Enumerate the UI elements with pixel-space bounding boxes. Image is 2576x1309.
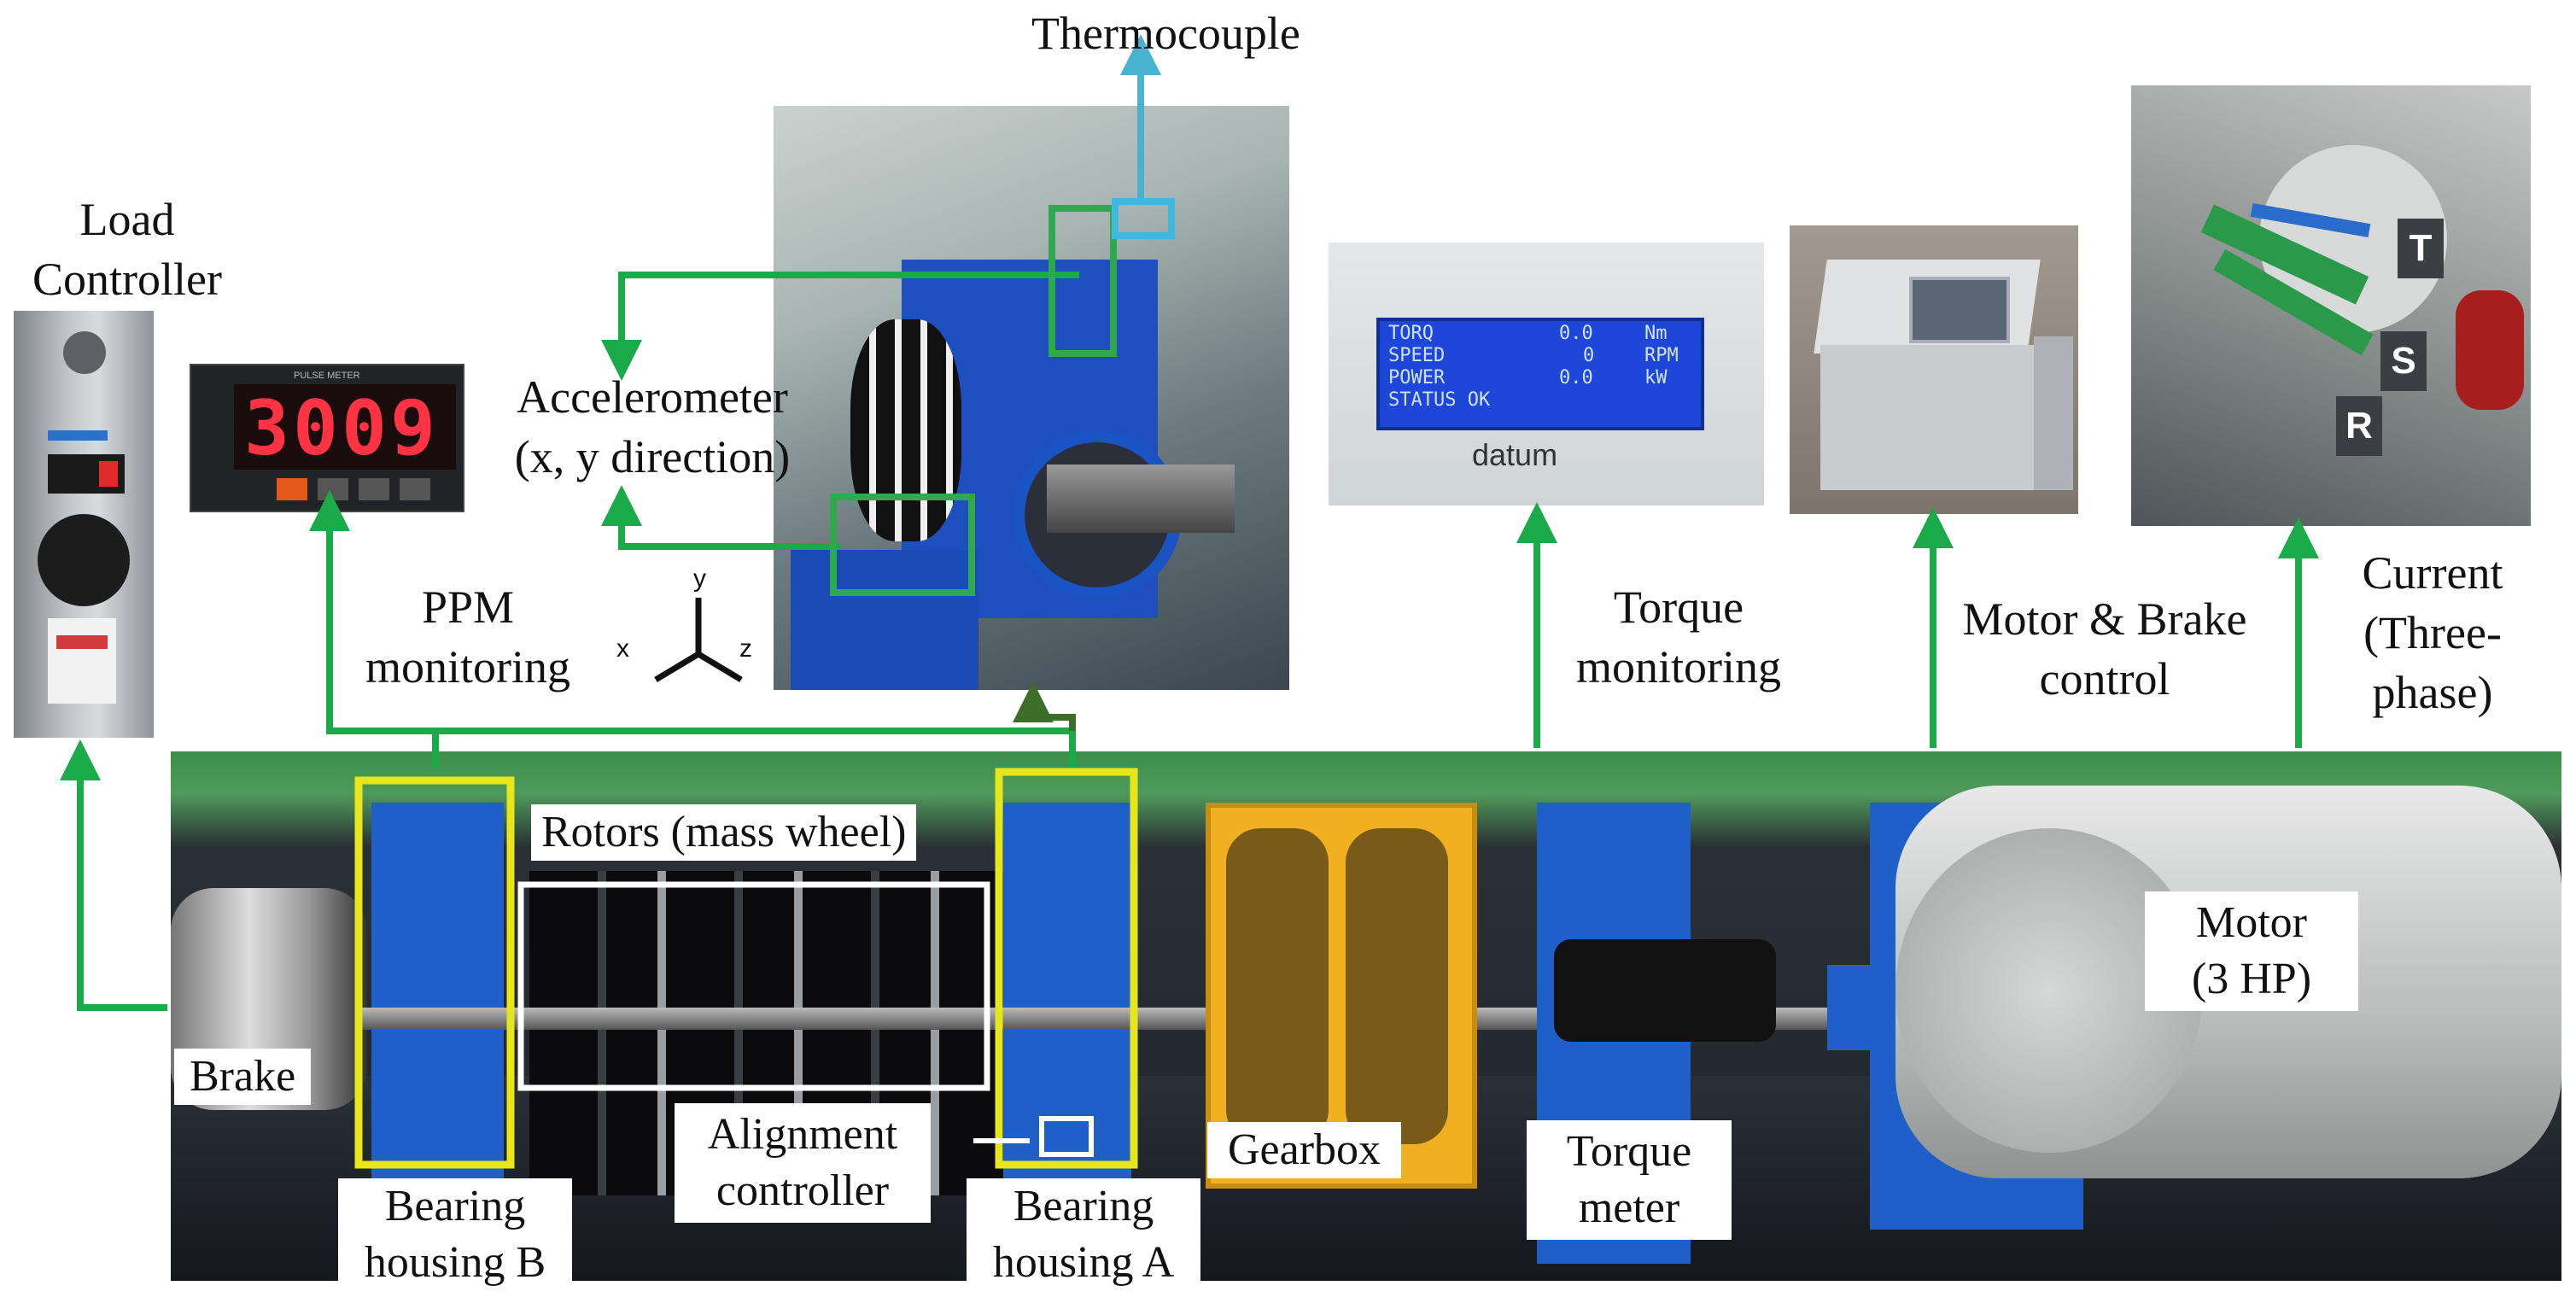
ppm-monitoring-arrow [309,490,439,768]
load-controller-photo [14,311,154,738]
control-box-photo [1790,225,2078,514]
axis-triad-top [654,598,743,683]
accelerometer-label-line1: Accelerometer [517,371,788,423]
motor-label-line1: Motor [2196,898,2307,947]
torque-status: STATUS OK [1388,389,1491,411]
axis-x-label-top: x [616,634,629,663]
ppm-label-line1: PPM [421,581,515,633]
ppm-meter-header: PULSE METER [294,371,360,381]
accelerometer-label-line2: (x, y direction) [514,431,791,482]
brake-label: Brake [174,1049,312,1105]
accelerometer-y-highlight [1049,205,1117,357]
current-label-line3: phase) [2372,667,2493,718]
load-controller-label-line2: Controller [32,254,222,305]
torque-meter-label: Torque meter [1527,1120,1732,1240]
torque-meter-label-line2: meter [1578,1183,1680,1232]
motor-label-line2: (3 HP) [2191,955,2312,1003]
alignment-controller-highlight [1039,1116,1094,1157]
axis-z-label-bottom: z [133,1207,145,1234]
torque-monitoring-label-line1: Torque [1613,581,1744,633]
ppm-meter-photo: PULSE METER 3009 [190,364,464,512]
accelerometer-arrow-x [601,485,840,550]
ppm-label-line2: monitoring [365,641,570,692]
bearing-a-to-ppm-line [435,728,1076,768]
bearing-b-label-line2: housing B [364,1238,546,1287]
bearing-housing-a-highlight [995,768,1138,1169]
bearing-a-label-line1: Bearing [1013,1182,1154,1230]
motor-label: Motor (3 HP) [2145,891,2358,1011]
phase-tag-r: R [2336,396,2382,456]
accelerometer-label: Accelerometer (x, y direction) [492,367,813,487]
motor-brake-label-line2: control [2039,653,2170,704]
torque-row-2: SPEED 0 RPM [1388,345,1679,366]
axis-triad-bottom [52,1170,128,1254]
alignment-label-line1: Alignment [707,1110,898,1159]
axis-z-label-top: z [739,634,752,663]
current-label-line1: Current [2362,547,2503,599]
axis-y-label-top: y [693,564,706,593]
bearing-housing-b-highlight [354,776,515,1169]
torque-row-3: POWER 0.0 kW [1388,367,1668,389]
alignment-controller-label: Alignment controller [675,1103,931,1223]
motor-brake-control-label: Motor & Brake control [1938,589,2271,709]
phase-tag-t: T [2398,219,2444,278]
accelerometer-x-highlight [830,494,975,596]
photo-link-line [1013,681,1076,731]
bearing-b-label-line1: Bearing [384,1182,526,1230]
ppm-reading: 3009 [244,384,439,472]
rotors-highlight [517,881,990,1091]
datum-logo: datum [1472,437,1558,472]
bearing-housing-a-label: Bearing housing A [967,1178,1200,1291]
motor-wiring-photo: T S R [2131,85,2531,526]
motor-brake-label-line1: Motor & Brake [1962,593,2247,645]
torque-meter-label-line1: Torque [1566,1127,1692,1176]
load-controller-label-line1: Load [79,194,175,245]
torque-monitoring-label: Torque monitoring [1559,577,1798,697]
bearing-housing-b-label: Bearing housing B [338,1178,572,1291]
load-controller-arrow [60,739,167,1011]
torque-row-1: TORQ 0.0 Nm [1388,323,1668,344]
torque-display-photo: TORQ 0.0 Nm SPEED 0 RPM POWER 0.0 kW STA… [1329,243,1764,505]
alignment-label-line2: controller [716,1166,890,1215]
rotors-label: Rotors (mass wheel) [531,804,917,861]
current-label-line2: (Three- [2363,607,2502,658]
axis-y-label-bottom: y [94,1148,106,1174]
ppm-monitoring-label: PPM monitoring [348,577,587,697]
phase-tag-s: S [2380,331,2427,391]
gearbox-label: Gearbox [1207,1122,1402,1178]
load-controller-label: Load Controller [12,190,242,309]
thermocouple-highlight [1112,198,1175,239]
current-label: Current (Three- phase) [2336,543,2529,722]
bearing-a-label-line2: housing A [992,1238,1175,1287]
thermocouple-label: Thermocouple [1031,8,1300,59]
torque-monitoring-label-line2: monitoring [1576,641,1781,692]
axis-x-label-bottom: x [34,1248,46,1275]
accelerometer-arrow-y [601,272,1079,381]
